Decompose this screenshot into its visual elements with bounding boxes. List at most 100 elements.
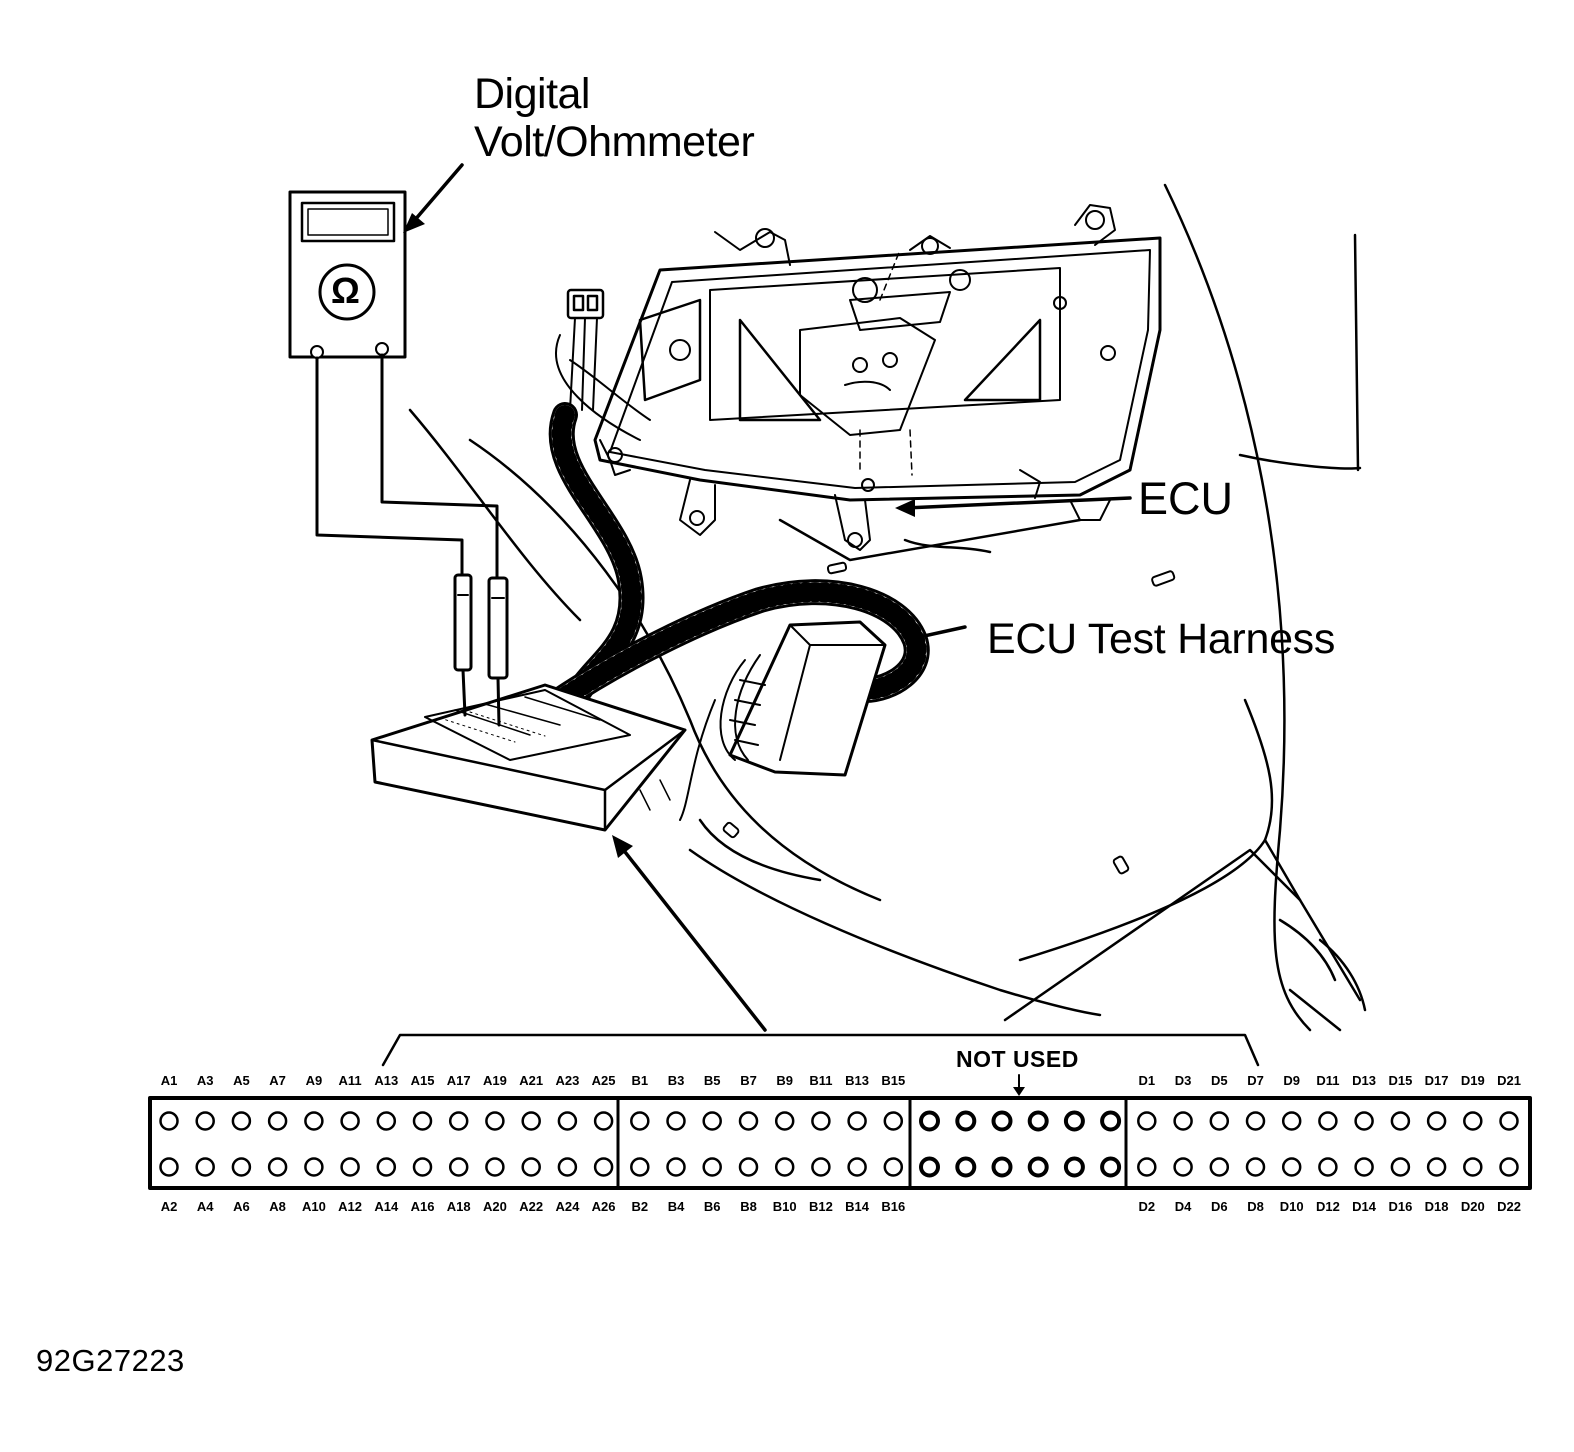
pin [304,1111,324,1131]
pin-label-top: D13 [1352,1073,1377,1088]
pin-not-used [1063,1110,1085,1132]
pin-label-top: D11 [1316,1073,1340,1088]
pin-not-used [955,1156,977,1178]
pin-label-top: A17 [446,1073,471,1088]
pin [811,1157,831,1177]
pin-label-bottom: D6 [1210,1199,1228,1214]
pin-label-bottom: A22 [519,1199,544,1214]
pin-not-used [1027,1156,1049,1178]
not-used-label: NOT USED [956,1046,1079,1072]
pin-label-top: A7 [269,1073,286,1088]
connector-pin-block [148,1096,1532,1190]
pin-label-top: D1 [1138,1073,1156,1088]
pin [1209,1111,1230,1131]
pin [702,1111,722,1131]
pin-label-bottom: D22 [1497,1199,1521,1214]
pin [1209,1157,1230,1177]
pin-not-used [991,1156,1013,1178]
pin [195,1111,215,1131]
pin [1390,1111,1411,1131]
pin [702,1157,722,1177]
pin [340,1111,360,1131]
pin [485,1111,505,1131]
multimeter [288,190,407,359]
pin [1463,1157,1483,1177]
pin-label-bottom: B14 [845,1199,870,1214]
multimeter-label: Digital Volt/Ohmmeter [474,70,755,166]
pin [1281,1157,1302,1177]
connector-dividers [616,1096,1128,1190]
ecu-label: ECU [1138,473,1234,524]
pin-label-bottom: D18 [1424,1199,1449,1214]
pin-label-bottom: A16 [410,1199,435,1214]
pin [231,1111,252,1131]
pin-label-bottom: A18 [446,1199,471,1214]
pin [1245,1157,1266,1177]
pin-label-bottom: D8 [1247,1199,1264,1214]
test-harness-label: ECU Test Harness [987,615,1336,663]
pin-label-top: A9 [305,1073,323,1088]
pin-label-top: A11 [338,1073,362,1088]
pin-label-bottom: D16 [1388,1199,1413,1214]
omega-symbol: Ω [331,270,360,311]
pin-label-bottom: A2 [160,1199,178,1214]
pin-label-bottom: A4 [196,1199,214,1214]
pin-not-used [1063,1156,1085,1178]
pin [376,1111,397,1131]
pin [448,1111,469,1131]
pin [448,1157,469,1177]
pin [774,1111,795,1131]
pin-label-top: A3 [196,1073,214,1088]
pin [1173,1111,1193,1131]
arrowheads [403,213,1025,1096]
pin [1354,1157,1374,1177]
pin [1499,1157,1519,1177]
pin [1390,1157,1411,1177]
pin-label-bottom: D10 [1279,1199,1304,1214]
pin-label-bottom: D12 [1315,1199,1340,1214]
pin [340,1157,360,1177]
pin [1318,1111,1338,1131]
pin-not-used [991,1110,1013,1132]
pin-label-top: B13 [845,1073,870,1088]
pin [557,1157,578,1177]
pin [811,1111,831,1131]
pin-label-top: B11 [809,1073,833,1088]
pin-label-top: A15 [410,1073,435,1088]
pin-label-bottom: A20 [482,1199,507,1214]
pin [521,1157,541,1177]
pin [1318,1157,1338,1177]
pin-not-used [919,1156,940,1178]
pin [847,1111,867,1131]
pin-label-top: D3 [1174,1073,1192,1088]
pin-label-top: A23 [555,1073,580,1088]
pin [159,1111,179,1131]
pin [1137,1111,1157,1131]
pin-label-top: B3 [667,1073,685,1088]
pin-label-top: B7 [740,1073,757,1088]
pin-label-top: B15 [881,1073,906,1088]
multimeter-label-line1: Digital [474,70,591,118]
pin [1426,1157,1447,1177]
multimeter-label-line2: Volt/Ohmmeter [474,118,755,166]
pin [485,1157,505,1177]
pin [412,1111,433,1131]
pin [666,1157,686,1177]
pin-label-bottom: B12 [808,1199,833,1214]
pin-label-top: D7 [1247,1073,1264,1088]
pin-not-used [1100,1156,1122,1178]
pin-label-top: B9 [776,1073,793,1088]
pin-label-bottom: A14 [374,1199,399,1214]
figure-id: 92G27223 [36,1343,185,1378]
pin-label-top: B1 [631,1073,649,1088]
test-harness-connector [679,620,887,821]
pin-label-bottom: D14 [1352,1199,1377,1214]
pin-label-top: A25 [591,1073,616,1088]
pin-label-bottom: B16 [881,1199,906,1214]
pin [521,1111,541,1131]
pin [630,1157,650,1177]
pin [1137,1157,1157,1177]
pin [159,1157,179,1177]
pin-label-bottom: A10 [301,1199,326,1214]
